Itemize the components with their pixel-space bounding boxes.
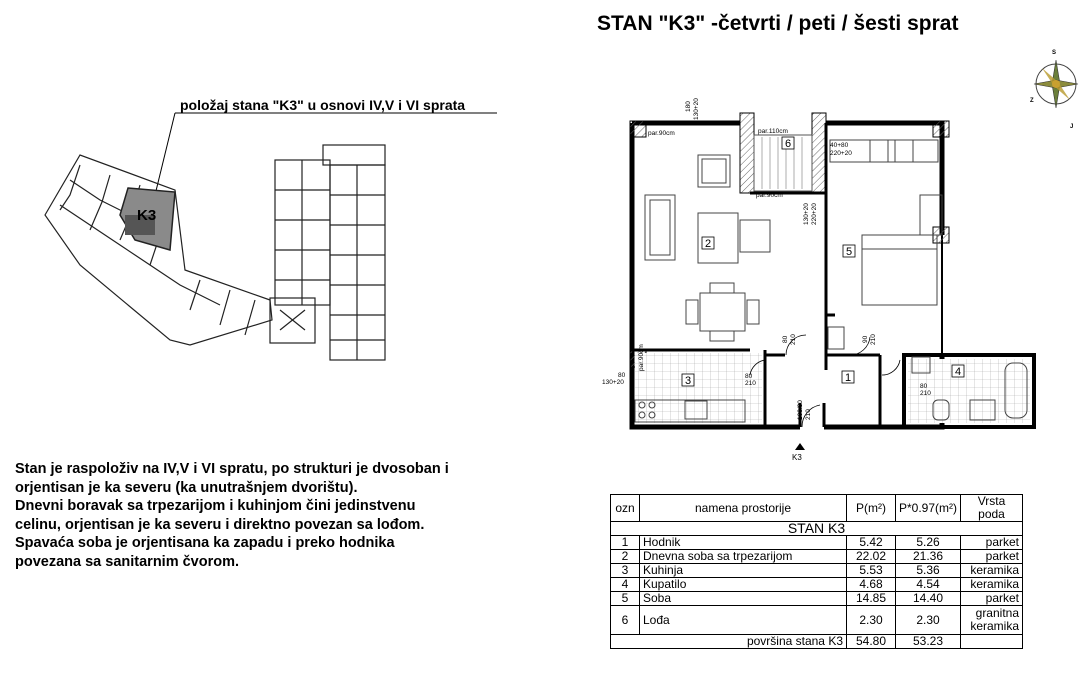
cell-floor-line2: keramika bbox=[970, 619, 1020, 633]
total-row: površina stana K3 54.80 53.23 bbox=[610, 634, 1024, 649]
col-ozn: ozn bbox=[610, 494, 640, 522]
cell-floor: keramika bbox=[960, 563, 1024, 578]
cell-pk: 21.36 bbox=[894, 549, 962, 564]
cell-name: Lođa bbox=[639, 605, 847, 635]
room-area-table: ozn namena prostorije P(m²) P*0.97(m²) V… bbox=[609, 494, 1024, 649]
table-row: 6 Lođa 2.30 2.30 granitna keramika bbox=[610, 605, 1024, 635]
cell-p: 22.02 bbox=[846, 549, 896, 564]
cell-floor: keramika bbox=[960, 577, 1024, 592]
kitchen-parapet: par.90cm bbox=[638, 344, 645, 371]
door-d2b: 210 bbox=[870, 334, 877, 345]
dim-top: 180 bbox=[685, 101, 692, 112]
cell-p: 2.30 bbox=[846, 605, 896, 635]
left-dim2: 130+20 bbox=[602, 379, 624, 386]
room-number-5: 5 bbox=[846, 246, 852, 258]
cell-ozn: 1 bbox=[610, 535, 640, 550]
door-d1b: 210 bbox=[790, 334, 797, 345]
cell-floor: parket bbox=[960, 549, 1024, 564]
cell-pk: 5.36 bbox=[894, 563, 962, 578]
table-row: 4 Kupatilo 4.68 4.54 keramika bbox=[610, 577, 1024, 592]
compass-z: Z bbox=[1030, 98, 1034, 104]
table-header-row: ozn namena prostorije P(m²) P*0.97(m²) V… bbox=[610, 494, 1024, 522]
total-pk: 53.23 bbox=[894, 634, 962, 649]
cell-p: 4.68 bbox=[846, 577, 896, 592]
left-dim: 80 bbox=[618, 372, 626, 379]
cell-p: 5.53 bbox=[846, 563, 896, 578]
cell-name: Dnevna soba sa trpezarijom bbox=[639, 549, 847, 564]
description-line: celinu, orjentisan je ka severu i direkt… bbox=[15, 516, 425, 533]
cell-p: 14.85 bbox=[846, 591, 896, 606]
description-line: Stan je raspoloživ na IV,V i VI spratu, … bbox=[15, 461, 449, 477]
col-pk: P*0.97(m²) bbox=[894, 494, 962, 522]
compass-s: S bbox=[1052, 50, 1056, 56]
room-number-3: 3 bbox=[685, 375, 691, 387]
cell-p: 5.42 bbox=[846, 535, 896, 550]
k3-unit-label: K3 bbox=[137, 207, 156, 224]
cell-ozn: 2 bbox=[610, 549, 640, 564]
door-bath: 80 bbox=[920, 383, 928, 390]
cell-name: Kuhinja bbox=[639, 563, 847, 578]
description-line: Spavaća soba je orjentisana ka zapadu i … bbox=[15, 535, 395, 551]
cell-pk: 5.26 bbox=[894, 535, 962, 550]
cell-name: Kupatilo bbox=[639, 577, 847, 592]
position-label: položaj stana "K3" u osnovi IV,V i VI sp… bbox=[180, 97, 466, 113]
parapet-left: par.90cm bbox=[648, 130, 675, 137]
section-row: STAN K3 bbox=[609, 521, 1024, 536]
room-number-6: 6 bbox=[785, 138, 791, 150]
door-vertical2: 220+20 bbox=[811, 203, 818, 225]
door-kb: 210 bbox=[745, 380, 756, 387]
section-title: STAN K3 bbox=[609, 521, 1024, 536]
entry-mark: K3 bbox=[792, 453, 802, 462]
description-line: povezana sa sanitarnim čvorom. bbox=[15, 553, 240, 570]
building-key-plan: K3 bbox=[44, 144, 386, 361]
compass-j: J bbox=[1070, 124, 1073, 130]
compass-icon: S Z J bbox=[1030, 50, 1079, 130]
description-line: orjentisan je ka severu (ka unutrašnjem … bbox=[15, 479, 358, 496]
cell-floor: parket bbox=[960, 535, 1024, 550]
door-k: 80 bbox=[745, 373, 753, 380]
entry-arrow-icon bbox=[795, 443, 805, 450]
col-name: namena prostorije bbox=[639, 494, 847, 522]
floor-plan: 2 5 6 3 1 4 180 130+20 par.90cm par.110c… bbox=[602, 98, 1036, 462]
table-row: 5 Soba 14.85 14.40 parket bbox=[610, 591, 1024, 606]
col-p: P(m²) bbox=[846, 494, 896, 522]
cell-floor-line1: granitna bbox=[975, 606, 1020, 620]
cell-floor: parket bbox=[960, 591, 1024, 606]
cell-ozn: 5 bbox=[610, 591, 640, 606]
table-row: 2 Dnevna soba sa trpezarijom 22.02 21.36… bbox=[610, 549, 1024, 564]
door-d1: 80 bbox=[782, 335, 789, 343]
cell-pk: 14.40 bbox=[894, 591, 962, 606]
cell-name: Soba bbox=[639, 591, 847, 606]
cell-pk: 2.30 bbox=[894, 605, 962, 635]
parapet-mid: par.90cm bbox=[756, 192, 783, 199]
col-floor: Vrsta poda bbox=[960, 494, 1024, 522]
entry-dim: 100/30 bbox=[797, 400, 804, 420]
window-right: 40+80 bbox=[830, 142, 849, 149]
cell-ozn: 3 bbox=[610, 563, 640, 578]
leader-line bbox=[154, 112, 497, 196]
window-right2: 220+20 bbox=[830, 150, 852, 157]
entry-dimb: 210 bbox=[805, 409, 812, 420]
door-vertical: 130+20 bbox=[803, 203, 810, 225]
description-line: Dnevni boravak sa trpezarijom i kuhinjom… bbox=[15, 498, 416, 514]
page-title: STAN "K3" -četvrti / peti / šesti sprat bbox=[597, 12, 959, 35]
door-d2: 90 bbox=[862, 335, 869, 343]
cell-name: Hodnik bbox=[639, 535, 847, 550]
table-row: 3 Kuhinja 5.53 5.36 keramika bbox=[610, 563, 1024, 578]
dim-top2: 130+20 bbox=[693, 98, 700, 120]
cell-pk: 4.54 bbox=[894, 577, 962, 592]
room-number-1: 1 bbox=[845, 372, 851, 384]
parapet-loggia: par.110cm bbox=[758, 128, 788, 135]
total-p: 54.80 bbox=[846, 634, 896, 649]
room-number-2: 2 bbox=[705, 238, 711, 250]
cell-floor: granitna keramika bbox=[960, 605, 1024, 635]
description: Stan je raspoloživ na IV,V i VI spratu, … bbox=[15, 460, 495, 571]
table-row: 1 Hodnik 5.42 5.26 parket bbox=[610, 535, 1024, 550]
total-label: površina stana K3 bbox=[610, 634, 847, 649]
total-floor bbox=[960, 634, 1024, 649]
cell-ozn: 6 bbox=[610, 605, 640, 635]
cell-ozn: 4 bbox=[610, 577, 640, 592]
door-bathb: 210 bbox=[920, 390, 931, 397]
room-number-4: 4 bbox=[955, 366, 961, 378]
